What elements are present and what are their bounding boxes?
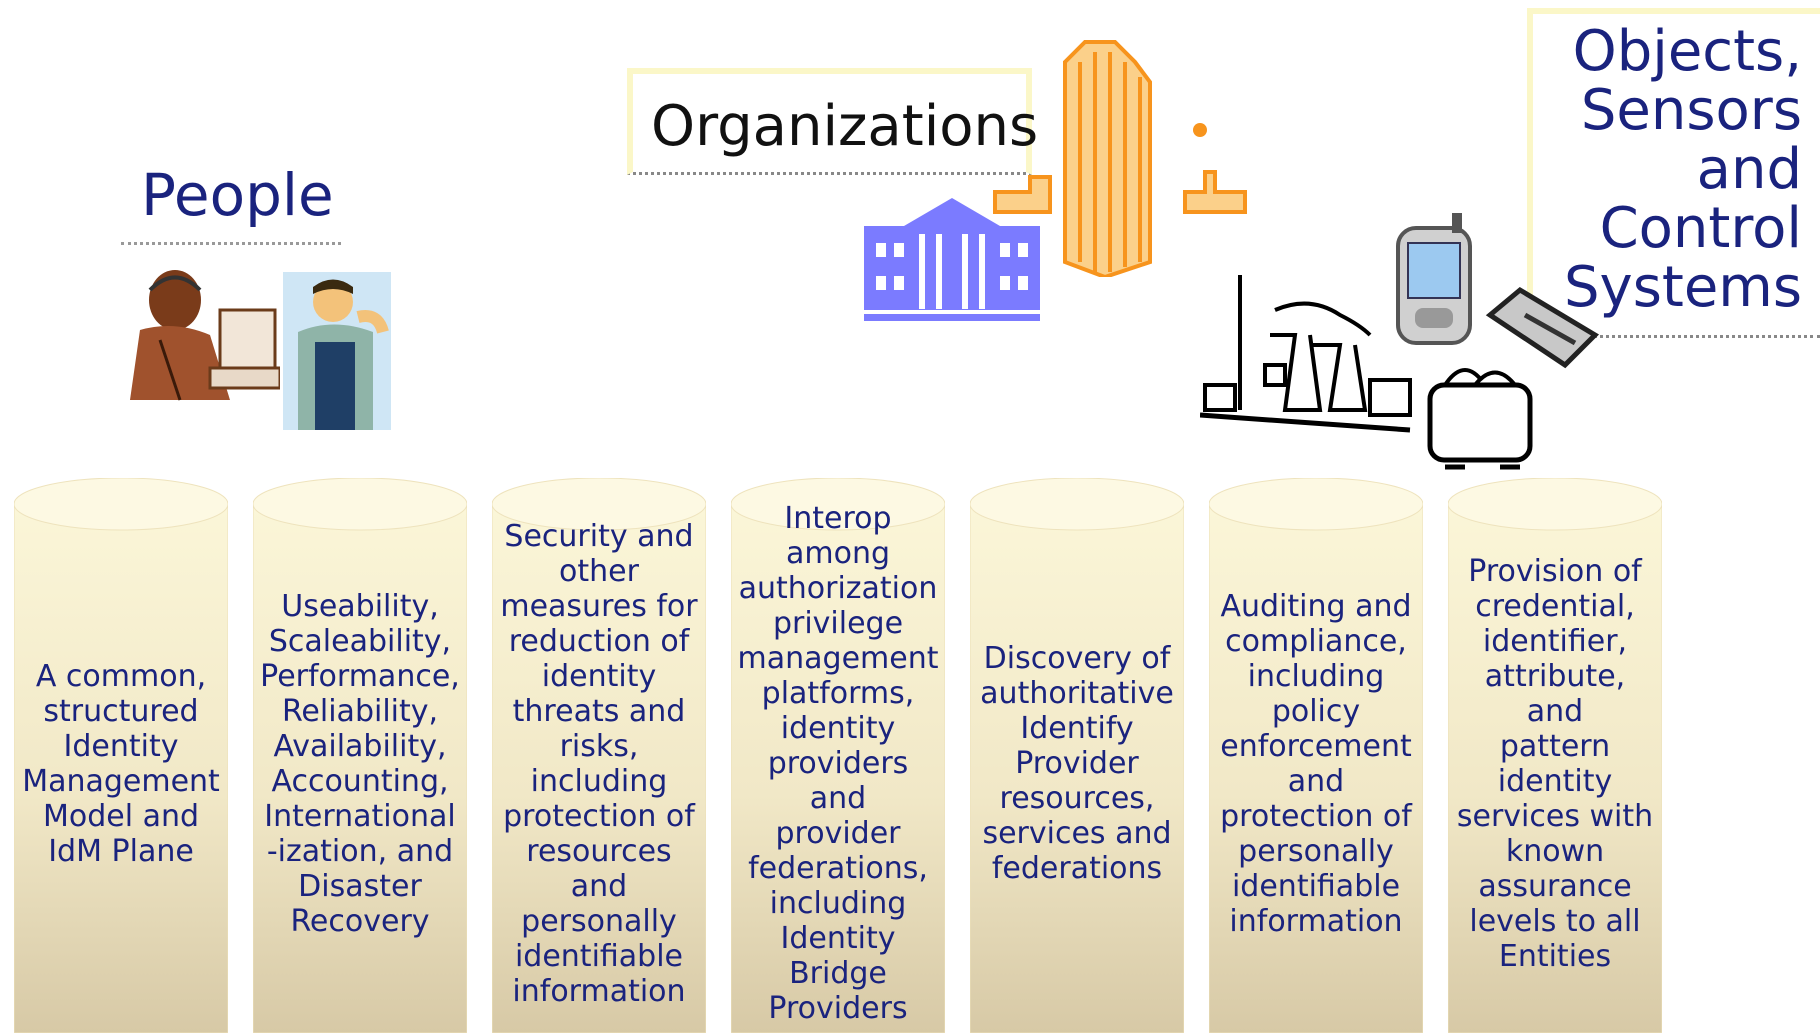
objects-label: Objects, Sensors and Control Systems	[1527, 8, 1820, 338]
smart-card-icon	[1485, 286, 1600, 369]
pillar-3: Security and other measures for reductio…	[492, 478, 706, 1033]
people-label-text: People	[141, 161, 334, 229]
pillar-1: A common, structured Identity Management…	[14, 478, 228, 1033]
pillar-shape	[14, 478, 228, 1033]
pillar-shape	[731, 478, 945, 1033]
mobile-phone-icon	[1396, 213, 1472, 345]
organizations-label: Organizations	[627, 68, 1038, 175]
pillar-shape	[253, 478, 467, 1033]
power-plant-icon	[1200, 275, 1412, 433]
pillar-shape	[1448, 478, 1662, 1033]
pillar-text: Provision of credential, identifier, att…	[1456, 553, 1654, 974]
pillar-4: Interop among authorization privilege ma…	[731, 478, 945, 1033]
pillar-6: Auditing and compliance, including polic…	[1209, 478, 1423, 1033]
toaster-icon	[1427, 368, 1533, 470]
pillar-7: Provision of credential, identifier, att…	[1448, 478, 1662, 1033]
skyscraper-icon	[993, 40, 1247, 277]
people-label: People	[121, 143, 341, 245]
pillar-text: Auditing and compliance, including polic…	[1220, 588, 1412, 939]
mechanic-on-phone-icon	[283, 272, 391, 430]
pillar-text: Discovery of authoritative Identify Prov…	[980, 641, 1174, 886]
pillar-shape	[492, 478, 706, 1033]
pillar-text: Interop among authorization privilege ma…	[737, 501, 939, 1026]
pillar-text: A common, structured Identity Management…	[22, 658, 220, 869]
courthouse-icon	[864, 198, 1040, 321]
objects-label-text: Objects, Sensors and Control Systems	[1564, 19, 1802, 320]
pillar-text: Security and other measures for reductio…	[500, 518, 698, 1009]
pillar-5: Discovery of authoritative Identify Prov…	[970, 478, 1184, 1033]
pillar-text: Useability, Scaleability, Performance, R…	[260, 588, 460, 939]
organizations-label-text: Organizations	[651, 94, 1039, 159]
pillar-shape	[1209, 478, 1423, 1033]
pillar-shape	[970, 478, 1184, 1033]
office-worker-icon	[130, 270, 280, 401]
pillar-2: Useability, Scaleability, Performance, R…	[253, 478, 467, 1033]
